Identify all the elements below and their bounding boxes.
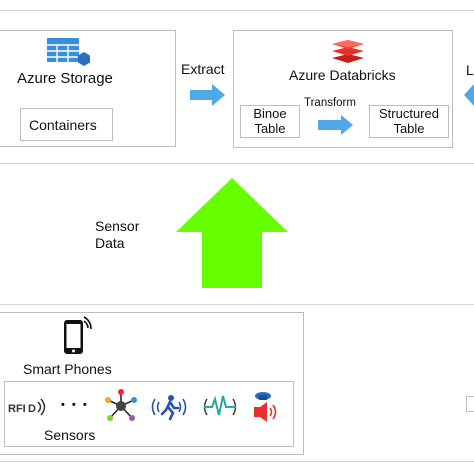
svg-text:D: D (28, 403, 36, 415)
transform-arrow (318, 115, 354, 135)
ellipsis: • • • (61, 399, 89, 411)
structured-table-label: Structured Table (379, 106, 439, 136)
cut-off-arrow (464, 84, 474, 106)
rfid-icon: RFI D (7, 396, 51, 418)
structured-table-box (369, 105, 449, 138)
extract-label: Extract (181, 61, 225, 77)
sensors-box (4, 381, 294, 447)
running-person-signal-icon (148, 392, 190, 422)
alarm-speaker-icon (246, 389, 282, 425)
containers-label: Containers (29, 117, 97, 133)
cut-off-label: L (466, 62, 474, 78)
upward-green-arrow (175, 178, 289, 288)
extract-arrow (190, 84, 226, 106)
azure-storage-title: Azure Storage (17, 70, 113, 87)
sensor-data-label: Sensor Data (95, 218, 140, 251)
containers-box (20, 108, 113, 141)
azure-databricks-icon (331, 36, 365, 64)
binoe-table-box (240, 105, 300, 138)
smart-phones-label: Smart Phones (23, 361, 112, 377)
azure-storage-table-icon (46, 36, 92, 68)
heartbeat-signal-icon (201, 392, 239, 422)
cut-off-small-box (466, 396, 474, 412)
sensors-label: Sensors (44, 427, 96, 443)
azure-databricks-title: Azure Databricks (289, 67, 396, 83)
smartphone-icon (62, 316, 92, 356)
svg-text:RFI: RFI (8, 403, 26, 415)
transform-label: Transform (304, 97, 356, 109)
binoe-table-label: Binoe Table (253, 106, 287, 136)
network-node-icon (103, 388, 139, 424)
